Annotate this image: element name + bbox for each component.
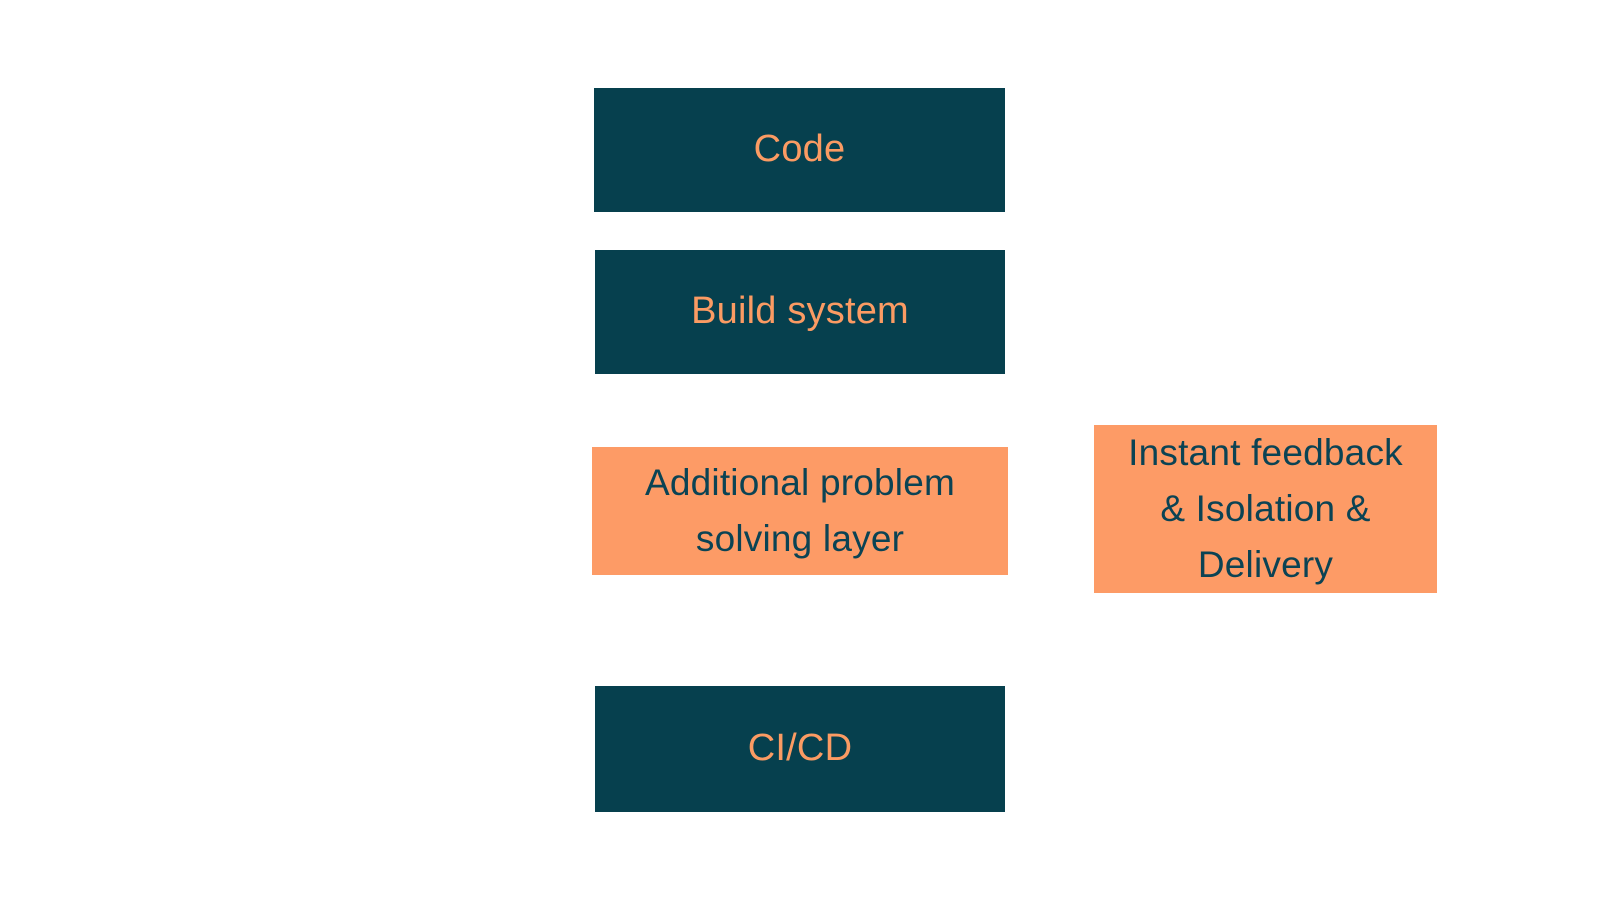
diagram-node-code-label: Code	[753, 128, 846, 171]
diagram-node-cicd-label: CI/CD	[747, 727, 853, 770]
diagram-node-cicd: CI/CD	[595, 686, 1005, 812]
diagram-node-additional-problem-solving-layer-label: Additional problem solving layer	[644, 461, 956, 559]
diagram-node-instant-feedback-label: Instant feedback & Isolation & Delivery	[1128, 431, 1403, 586]
diagram-node-code: Code	[594, 88, 1005, 212]
diagram-node-instant-feedback: Instant feedback & Isolation & Delivery	[1094, 425, 1437, 593]
diagram-node-additional-problem-solving-layer: Additional problem solving layer	[592, 447, 1008, 575]
diagram-node-build-system: Build system	[595, 250, 1005, 374]
diagram-node-build-system-label: Build system	[691, 290, 909, 333]
